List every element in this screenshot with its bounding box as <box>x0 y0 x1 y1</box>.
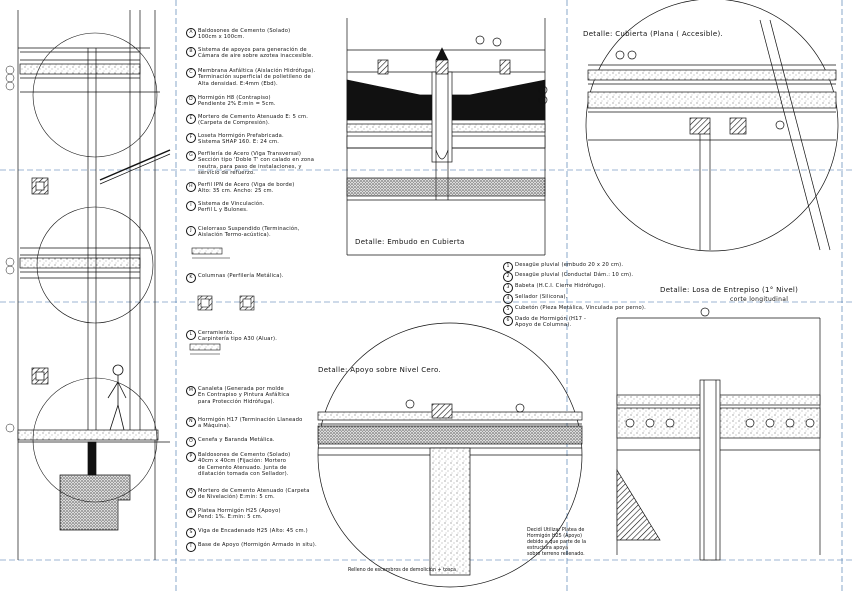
legend-text: Baldosones de Cemento (Solado) 40cm x 40… <box>198 452 291 478</box>
legend-text: Perfil IPN de Acero (Viga de borde) Alto… <box>198 182 295 195</box>
title-corte: corte longitudinal <box>730 296 789 303</box>
legend-text: Platea Hormigón H25 (Apoyo) Pend: 1%. E:… <box>198 508 281 521</box>
legend-tag: N <box>186 417 196 427</box>
legend-text: Sistema de Vinculación. Perfil L y Bulon… <box>198 201 265 214</box>
left-section <box>5 10 171 560</box>
cubierta-detail <box>585 0 839 252</box>
legend-text: Cenefa y Baranda Metálica. <box>198 437 275 443</box>
legend-text: Baldosones de Cemento (Solado) 100cm x 1… <box>198 28 291 41</box>
legend-text: Columnas (Perfilería Metálica). <box>198 273 284 279</box>
legend-symbols <box>189 247 255 355</box>
title-cubierta: Detalle: Cubierta (Plana ( Accesible). <box>583 30 724 38</box>
legend-tag: C <box>186 68 196 78</box>
legend-tag: E <box>186 114 196 124</box>
legend-text: Babeta (H.C.I. Cierre Hidrófugo). <box>515 283 606 289</box>
legend-text: Cubetón (Pieza Metálica, Vinculada por p… <box>515 305 647 311</box>
legend-tag: M <box>186 386 196 396</box>
legend-tag: J <box>186 226 196 236</box>
legend-tag: D <box>186 95 196 105</box>
legend-text: Perfilería de Acero (Viga Transversal) S… <box>198 151 315 177</box>
legend-tag: G <box>186 151 196 161</box>
embudo-detail <box>346 18 548 256</box>
legend-text: Membrana Asfáltica (Aislación Hidrófuga)… <box>198 68 316 87</box>
legend-text: Base de Apoyo (Hormigón Armado in situ). <box>198 542 317 548</box>
legend-tag: S <box>186 528 196 538</box>
legend-tag: L <box>186 330 196 340</box>
legend-text: Mortero de Cemento Atenuado (Carpeta de … <box>198 488 310 501</box>
legend-text: Loseta Hormigón Prefabricada. Sistema SH… <box>198 133 284 146</box>
legend-tag: I <box>186 201 196 211</box>
legend-text: Mortero de Cemento Atenuado E: 5 cm. (Ca… <box>198 114 309 127</box>
legend-text: Desagüe pluvial (Conductal Dám.: 10 cm). <box>515 272 634 278</box>
legend-tag: P <box>186 452 196 462</box>
note-platea: Decidí Utilizar Platea de Hormigón H25 (… <box>527 528 587 557</box>
legend-text: Cerramiento. Carpintería tipo A30 (Aluar… <box>198 330 278 343</box>
legend-tag: R <box>186 508 196 518</box>
legend-tag: Q <box>186 488 196 498</box>
legend-tag: B <box>186 47 196 57</box>
legend-tag: 4 <box>503 294 513 304</box>
legend-text: Canaleta (Generada por molde En Contrapi… <box>198 386 290 405</box>
legend-tag: 5 <box>503 305 513 315</box>
legend-text: Desagüe pluvial (embudo 20 x 20 cm). <box>515 262 624 268</box>
legend-tag: 1 <box>503 262 513 272</box>
legend-text: Sellador (Silicona). <box>515 294 568 300</box>
apoyo-detail <box>317 322 583 588</box>
legend-text: Hormigón H8 (Contrapiso) Pendiente 2% E:… <box>198 95 276 108</box>
title-entrepiso: Detalle: Losa de Entrepiso (1° Nivel) <box>660 286 799 294</box>
legend-tag: A <box>186 28 196 38</box>
note-relleno: Relleno de escombros de demolición + tos… <box>348 568 456 573</box>
legend-tag: T <box>186 542 196 552</box>
legend-text: Viga de Encadenado H25 (Alto: 45 cm.) <box>198 528 308 534</box>
legend-tag: K <box>186 273 196 283</box>
legend-text: Sistema de apoyos para generación de Cám… <box>198 47 314 60</box>
legend-text: Cielorraso Suspendido (Terminación, Aisl… <box>198 226 300 239</box>
legend-text: Hormigón H17 (Terminación Llaneado a Máq… <box>198 417 303 430</box>
legend-tag: H <box>186 182 196 192</box>
legend-text: Dado de Hormigón (H17 - Apoyo de Columna… <box>515 316 587 329</box>
legend-tag: F <box>186 133 196 143</box>
title-apoyo: Detalle: Apoyo sobre Nivel Cero. <box>318 366 442 374</box>
legend-tag: 3 <box>503 283 513 293</box>
title-embudo: Detalle: Embudo en Cubierta <box>355 238 465 246</box>
legend-tag: 2 <box>503 272 513 282</box>
legend-tag: 6 <box>503 316 513 326</box>
entrepiso-detail <box>616 307 821 561</box>
legend-tag: O <box>186 437 196 447</box>
